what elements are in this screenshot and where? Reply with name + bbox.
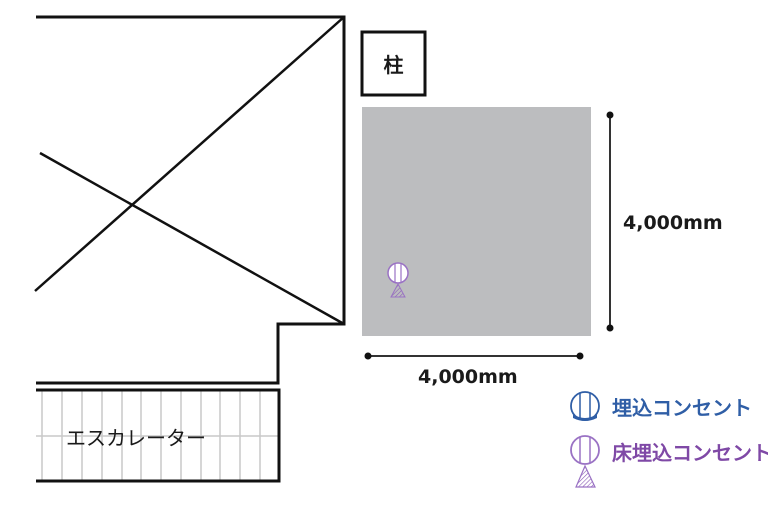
dimension-vertical [606,111,614,332]
rental-space [362,107,591,336]
floor-outlet-icon [387,262,409,298]
wall-outlet-icon [570,391,600,421]
width-dimension-label: 4,000mm [418,366,518,388]
void-area [34,15,346,385]
dimension-horizontal [364,352,584,360]
legend-floor-outlet-label: 床埋込コンセント [612,441,768,465]
floor-outlet-legend-icon [570,435,600,488]
height-dimension-label: 4,000mm [623,212,723,234]
escalator-label: エスカレーター [66,426,206,450]
legend-wall-outlet-label: 埋込コンセント [612,396,752,420]
pillar-label: 柱 [383,53,404,77]
escalator [36,388,281,483]
pillar [360,30,427,97]
